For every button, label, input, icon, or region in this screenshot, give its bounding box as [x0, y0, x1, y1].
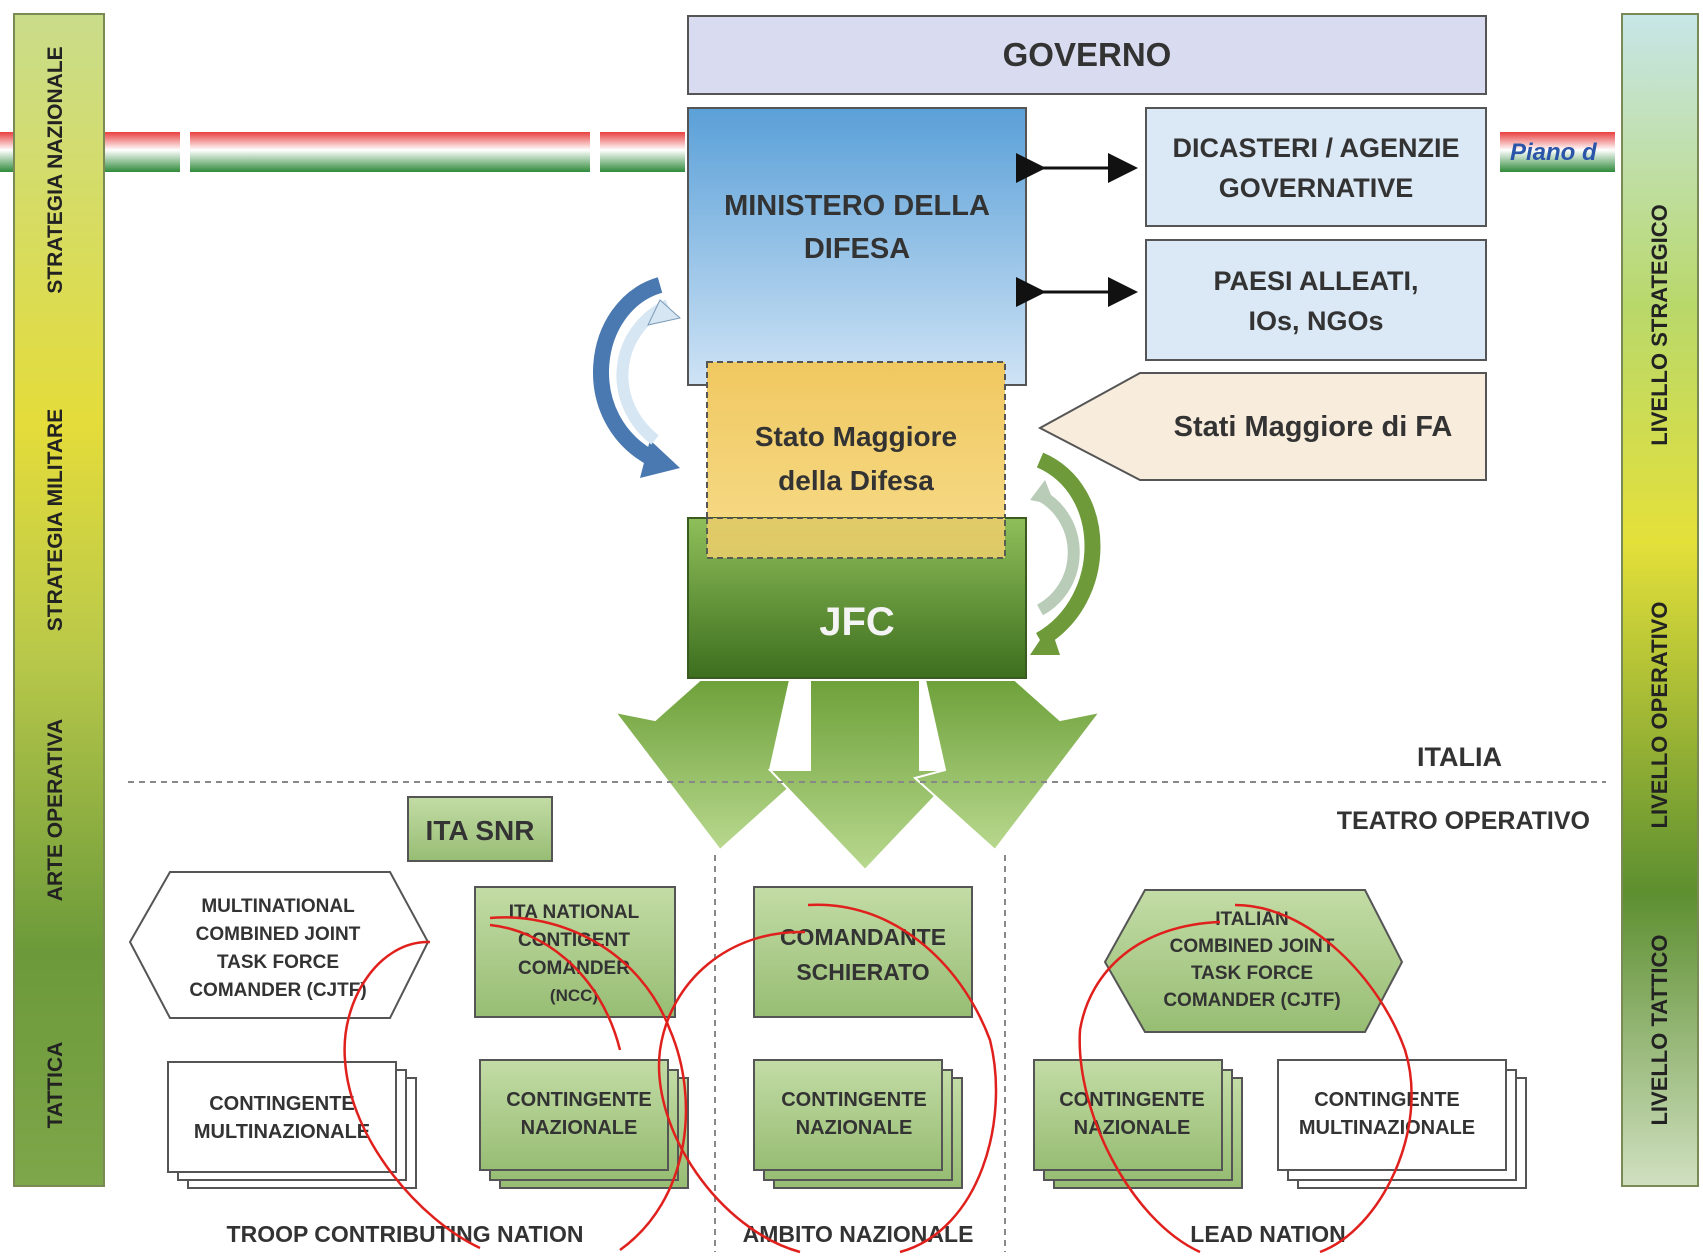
- multi-cjtf-line4: COMANDER (CJTF): [189, 980, 366, 1001]
- multi-cjtf-line1: MULTINATIONAL: [201, 896, 355, 917]
- dicasteri-label-line2: GOVERNATIVE: [1219, 173, 1414, 203]
- multi-cjtf-line3: TASK FORCE: [217, 952, 339, 973]
- contingente-multinazionale-left-stack: CONTINGENTE MULTINAZIONALE: [167, 1061, 417, 1189]
- dicasteri-label-line1: DICASTERI / AGENZIE: [1172, 133, 1459, 163]
- ncc-line3: COMANDER: [518, 958, 630, 979]
- left-circular-arrows-icon: [593, 277, 682, 478]
- ita-snr-box: ITA SNR: [407, 796, 553, 862]
- ita-ncc-box: ITA NATIONAL CONTIGENT COMANDER (NCC): [474, 886, 676, 1018]
- italian-cjtf-line4: COMANDER (CJTF): [1163, 990, 1340, 1011]
- italian-cjtf-line1: ITALIAN: [1215, 909, 1289, 930]
- comandante-line1: COMANDANTE: [780, 924, 946, 950]
- header-fragment-text: Piano d: [1510, 139, 1598, 166]
- paesi-label-line2: IOs, NGOs: [1248, 306, 1383, 336]
- cont-multi-right-line2: MULTINAZIONALE: [1299, 1117, 1475, 1139]
- contingente-multinazionale-right-stack: CONTINGENTE MULTINAZIONALE: [1277, 1059, 1527, 1189]
- footer-troop-contributing-nation: TROOP CONTRIBUTING NATION: [227, 1221, 584, 1247]
- right-bar-label-tattico: LIVELLO TATTICO: [1647, 934, 1672, 1125]
- stati-maggiore-fa-shape: Stati Maggiore di FA: [1037, 372, 1487, 481]
- paesi-alleati-box: PAESI ALLEATI, IOs, NGOs: [1145, 239, 1487, 361]
- ministero-label-line1: MINISTERO DELLA: [724, 190, 990, 222]
- ministero-difesa-box: MINISTERO DELLA DIFESA: [687, 107, 1027, 386]
- cont-multi-right-line1: CONTINGENTE: [1314, 1089, 1460, 1111]
- jfc-box: JFC: [687, 517, 1027, 679]
- jfc-down-arrows: [612, 679, 1103, 872]
- cont-naz-right-line1: CONTINGENTE: [1059, 1089, 1205, 1111]
- cont-naz-right-line2: NAZIONALE: [1074, 1117, 1191, 1139]
- ita-snr-label: ITA SNR: [426, 815, 535, 846]
- contingente-nazionale-left-stack: CONTINGENTE NAZIONALE: [479, 1059, 689, 1189]
- cont-multi-left-line2: MULTINAZIONALE: [194, 1121, 370, 1143]
- governo-box: GOVERNO: [687, 15, 1487, 95]
- ncc-line2: CONTIGENT: [518, 930, 630, 951]
- dicasteri-box: DICASTERI / AGENZIE GOVERNATIVE: [1145, 107, 1487, 227]
- teatro-operativo-label: TEATRO OPERATIVO: [1337, 807, 1590, 835]
- footer-lead-nation: LEAD NATION: [1190, 1221, 1345, 1247]
- italian-cjtf-hexagon: ITALIAN COMBINED JOINT TASK FORCE COMAND…: [1103, 889, 1404, 1033]
- ministero-label-line2: DIFESA: [804, 233, 910, 265]
- italian-cjtf-line3: TASK FORCE: [1191, 963, 1313, 984]
- left-level-bar: STRATEGIA NAZIONALE STRATEGIA MILITARE A…: [13, 13, 105, 1187]
- multi-cjtf-line2: COMBINED JOINT: [196, 924, 361, 945]
- ncc-line1: ITA NATIONAL: [509, 902, 640, 923]
- italian-cjtf-line2: COMBINED JOINT: [1170, 936, 1335, 957]
- right-bar-label-operativo: LIVELLO OPERATIVO: [1647, 602, 1672, 829]
- cont-multi-left-line1: CONTINGENTE: [209, 1093, 355, 1115]
- cont-naz-center-line2: NAZIONALE: [796, 1117, 913, 1139]
- multinational-cjtf-hexagon: MULTINATIONAL COMBINED JOINT TASK FORCE …: [128, 871, 430, 1019]
- governo-label: GOVERNO: [1003, 36, 1172, 73]
- jfc-label: JFC: [819, 600, 895, 644]
- cont-naz-center-line1: CONTINGENTE: [781, 1089, 927, 1111]
- ncc-line4: (NCC): [550, 986, 598, 1005]
- comandante-line2: SCHIERATO: [796, 959, 929, 985]
- smd-label-line2: della Difesa: [778, 465, 934, 496]
- comandante-schierato-box: COMANDANTE SCHIERATO: [753, 886, 973, 1018]
- right-level-bar: LIVELLO STRATEGICO LIVELLO OPERATIVO LIV…: [1621, 13, 1699, 1187]
- stati-maggiore-fa-label: Stati Maggiore di FA: [1174, 411, 1453, 443]
- left-bar-label-strategia-nazionale: STRATEGIA NAZIONALE: [44, 46, 67, 293]
- cont-naz-left-line2: NAZIONALE: [521, 1117, 638, 1139]
- right-bar-label-strategico: LIVELLO STRATEGICO: [1647, 204, 1672, 446]
- italia-label: ITALIA: [1417, 742, 1502, 772]
- contingente-nazionale-center-stack: CONTINGENTE NAZIONALE: [753, 1059, 963, 1189]
- contingente-nazionale-right-stack: CONTINGENTE NAZIONALE: [1033, 1059, 1243, 1189]
- left-bar-label-strategia-militare: STRATEGIA MILITARE: [44, 409, 67, 631]
- smd-label-line1: Stato Maggiore: [755, 421, 957, 452]
- paesi-label-line1: PAESI ALLEATI,: [1213, 266, 1418, 296]
- red-annotation-scribbles: [343, 903, 1413, 1254]
- left-bar-label-arte-operativa: ARTE OPERATIVA: [44, 719, 67, 901]
- left-bar-label-tattica: TATTICA: [44, 1042, 67, 1129]
- right-circular-arrows-icon: [1030, 452, 1101, 655]
- cont-naz-left-line1: CONTINGENTE: [506, 1089, 652, 1111]
- header-stripe: Piano d: [0, 132, 1615, 172]
